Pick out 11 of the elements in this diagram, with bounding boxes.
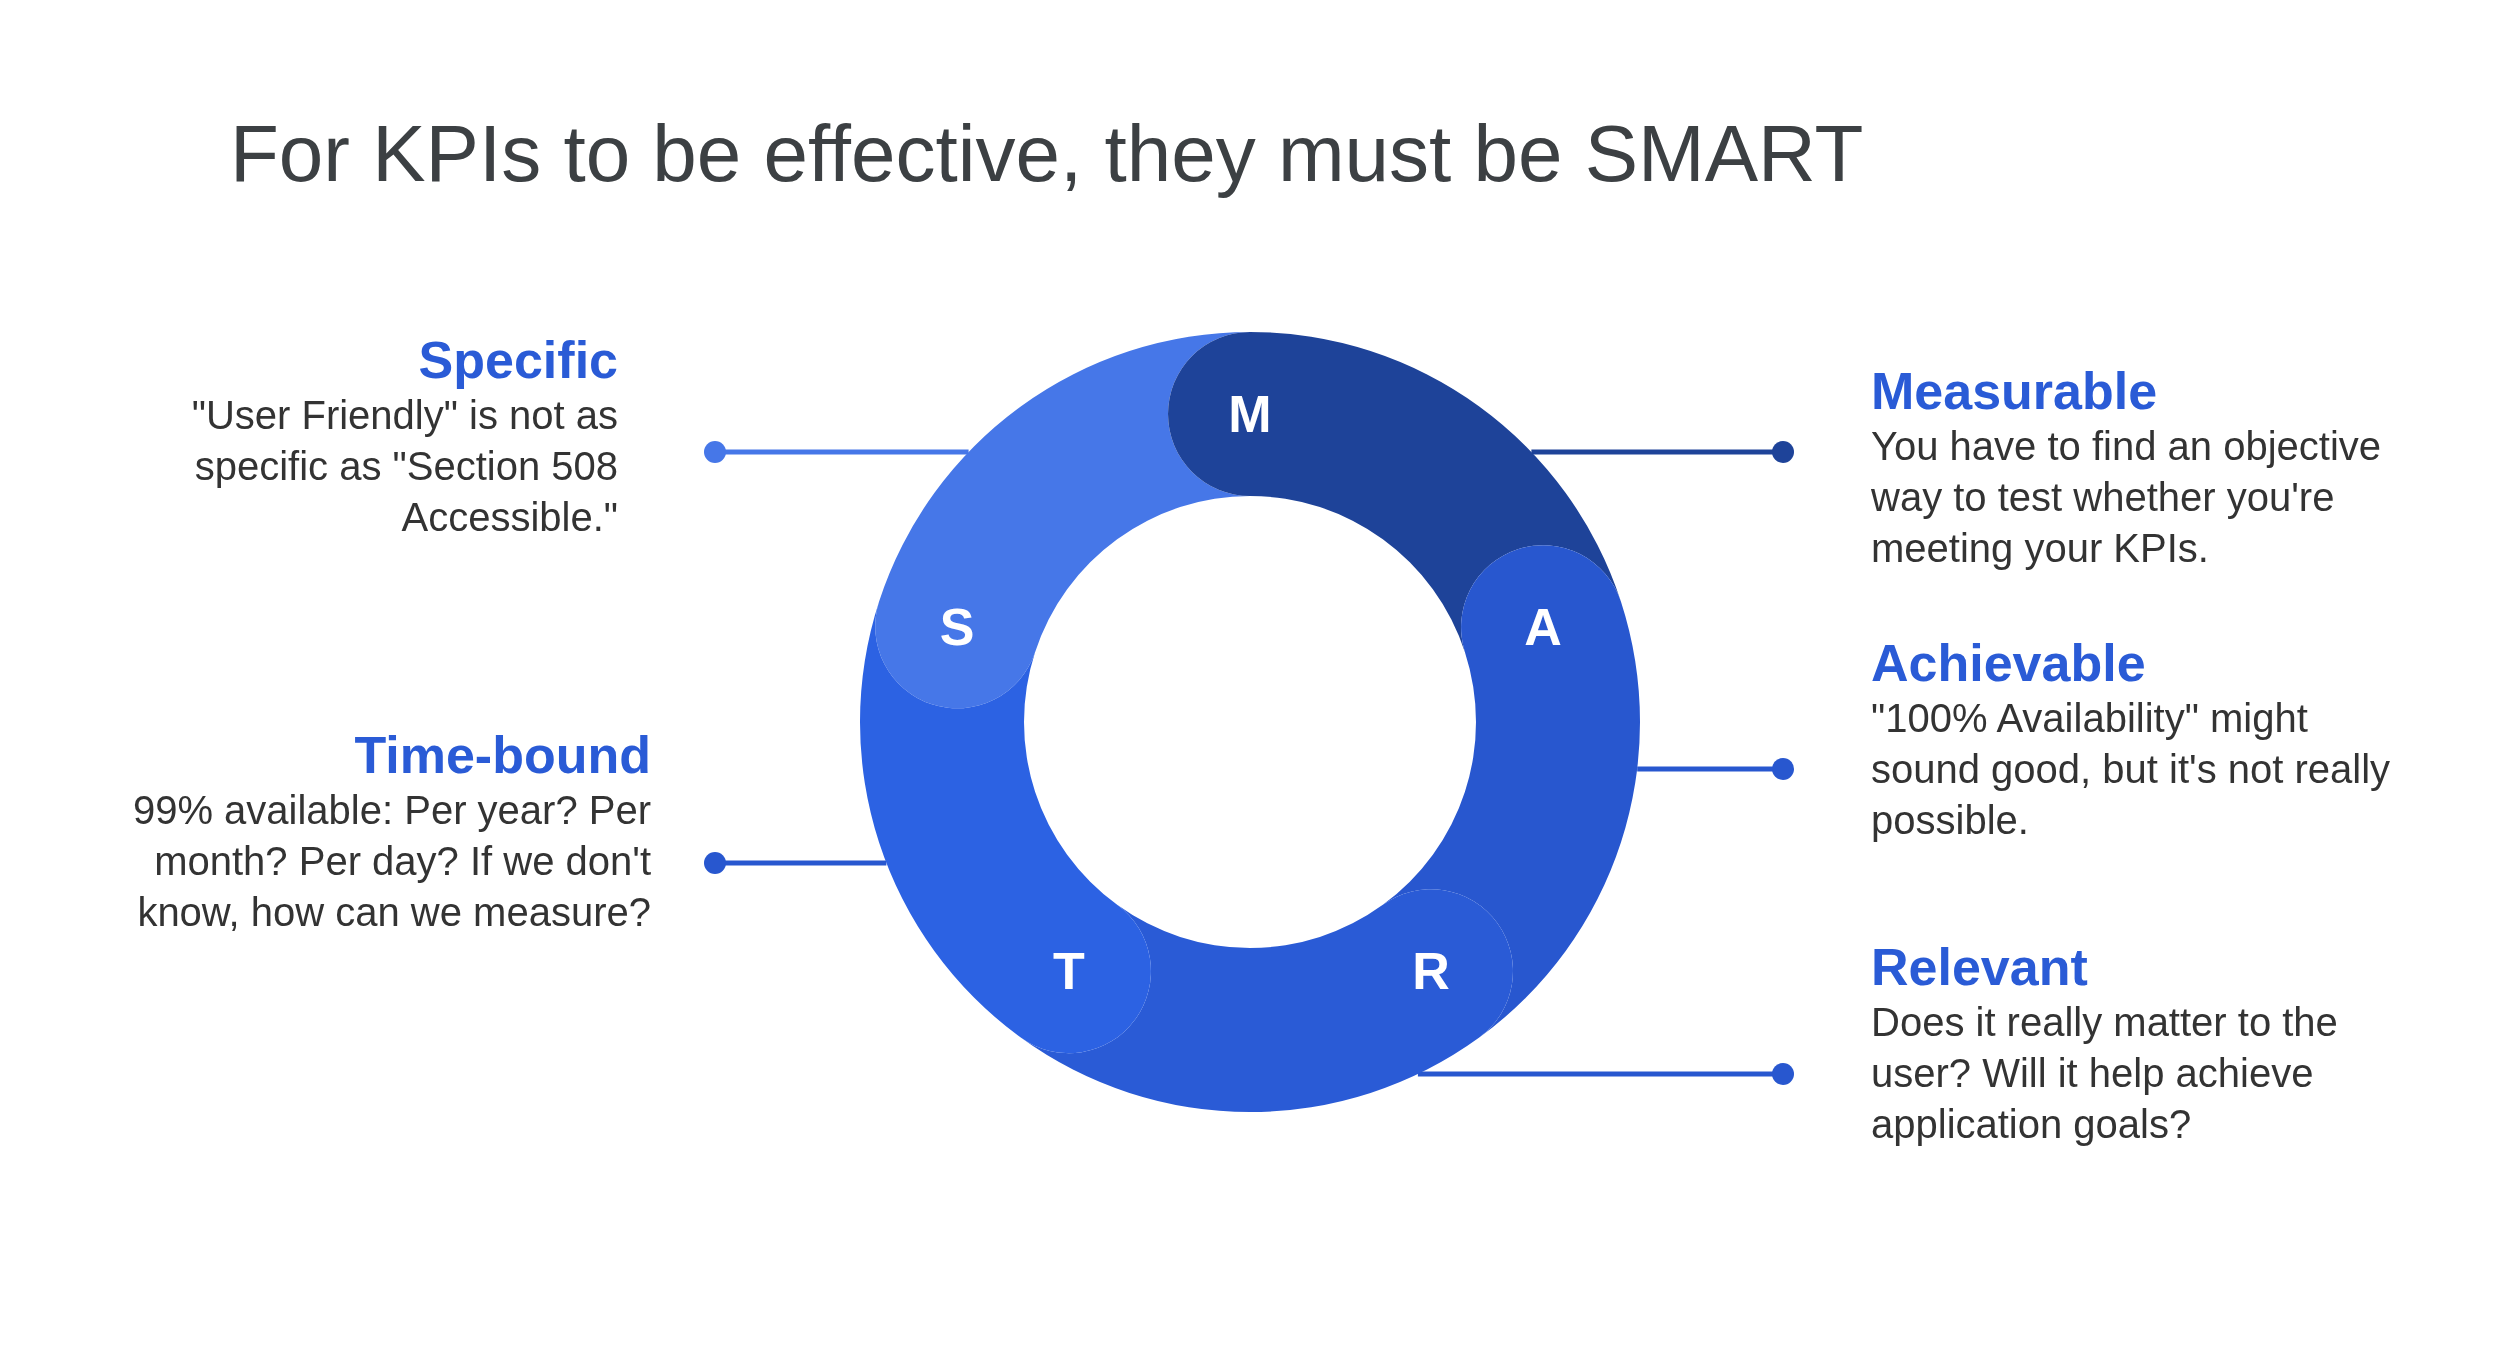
title: For KPIs to be effective, they must be SMART [230,108,1864,200]
description: You have to find an objective way to test whether you're meeting your KPIs. [1871,423,2383,572]
description: "100% Availability" might sound good, but it's not really possible. [1871,695,2392,844]
description: "User Friendly" is not as specific as "Section 508 Accessible." [190,392,618,541]
heading: Time-bound [353,725,651,785]
heading: Relevant [1871,937,2089,997]
heading: Measurable [1871,361,2159,421]
description: Does it really matter to the user? Will it help achieve application goals? [1871,999,2339,1148]
heading: Specific [417,330,618,390]
heading: Achievable [1871,633,2147,693]
description: 99% available: Per year? Per month? Per day? If we don't know, how can we measure? [131,787,651,936]
